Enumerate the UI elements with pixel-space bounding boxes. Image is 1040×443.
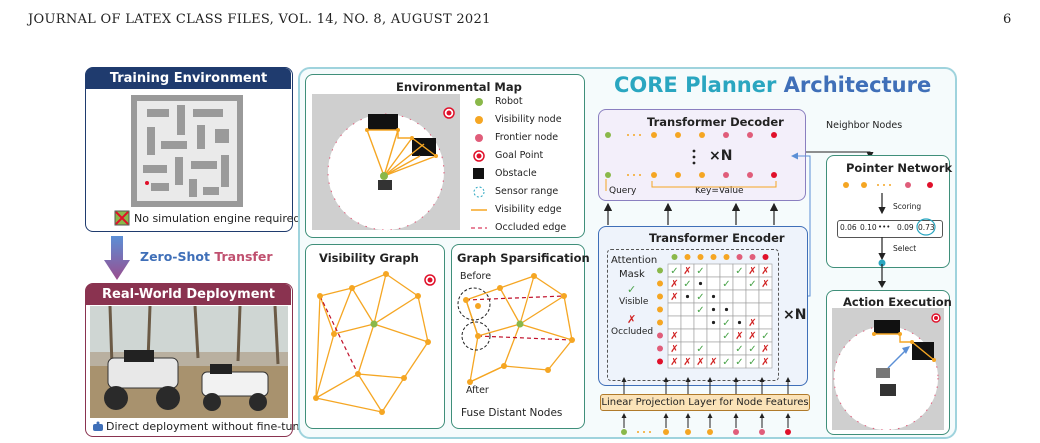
pointer-figure bbox=[843, 182, 936, 267]
svg-text:✓: ✓ bbox=[748, 279, 756, 290]
legend-sensor-range: Sensor range bbox=[495, 186, 559, 197]
sparsification-figure bbox=[457, 273, 575, 385]
training-note: No simulation engine required bbox=[134, 212, 301, 225]
decoder-tokens bbox=[605, 132, 777, 191]
pointer-title: Pointer Network bbox=[846, 161, 953, 175]
svg-text:✓: ✓ bbox=[696, 344, 704, 355]
decoder-title: Transformer Decoder bbox=[647, 115, 784, 129]
deployment-note: Direct deployment without fine-tuning bbox=[106, 420, 317, 433]
encoder-visible-check-icon: ✓ bbox=[627, 283, 637, 296]
svg-text:✓: ✓ bbox=[735, 344, 743, 355]
projection-tokens bbox=[621, 377, 791, 435]
svg-text:✓: ✓ bbox=[722, 279, 730, 290]
svg-text:✓: ✓ bbox=[670, 266, 678, 277]
no-simulation-icon bbox=[114, 210, 130, 226]
encoder-occluded-x-icon: ✗ bbox=[627, 313, 637, 326]
svg-text:✗: ✗ bbox=[683, 266, 691, 277]
training-maze-map bbox=[131, 95, 243, 207]
svg-text:✗: ✗ bbox=[670, 279, 678, 290]
svg-text:✓: ✓ bbox=[735, 357, 743, 368]
env-map-figure bbox=[312, 94, 460, 230]
svg-text:✓: ✓ bbox=[722, 357, 730, 368]
svg-text:✓: ✓ bbox=[748, 357, 756, 368]
legend-visibility-node: Visibility node bbox=[495, 114, 562, 125]
svg-text:✓: ✓ bbox=[696, 292, 704, 303]
pointer-scoring: Scoring bbox=[893, 202, 922, 211]
pointer-select: Select bbox=[893, 244, 917, 253]
decoder-panel: Transformer Decoder ×N Query Key=Value bbox=[598, 109, 806, 201]
visibility-graph-panel: Visibility Graph bbox=[305, 244, 445, 429]
visibility-graph-figure bbox=[313, 271, 436, 415]
decoder-query: Query bbox=[609, 186, 637, 196]
svg-text:✓: ✓ bbox=[683, 279, 691, 290]
projection-layer: Linear Projection Layer for Node Feature… bbox=[600, 394, 810, 411]
encoder-mask: Mask bbox=[619, 269, 645, 280]
svg-text:✗: ✗ bbox=[709, 357, 717, 368]
action-title: Action Execution bbox=[843, 295, 952, 309]
sparsification-after: After bbox=[466, 385, 489, 396]
neighbor-nodes-label: Neighbor Nodes bbox=[826, 120, 903, 131]
legend-occluded-edge: Occluded edge bbox=[495, 222, 567, 233]
legend-obstacle: Obstacle bbox=[495, 168, 537, 179]
svg-text:✗: ✗ bbox=[761, 357, 769, 368]
legend-frontier-node: Frontier node bbox=[495, 132, 559, 143]
svg-text:✗: ✗ bbox=[748, 331, 756, 342]
pointer-score-3: 0.09 bbox=[897, 223, 914, 232]
svg-text:✗: ✗ bbox=[761, 279, 769, 290]
pointer-to-action-arrow bbox=[878, 264, 886, 288]
encoder-occluded: Occluded bbox=[611, 327, 654, 337]
pointer-score-dots: ••• bbox=[878, 223, 891, 231]
encoder-visible: Visible bbox=[619, 297, 649, 307]
training-panel: Training Environment No simulation engin… bbox=[85, 67, 300, 232]
env-map-title: Environmental Map bbox=[396, 80, 522, 94]
svg-text:✗: ✗ bbox=[761, 344, 769, 355]
decoder-keyvalue: Key=Value bbox=[695, 186, 744, 196]
training-title: Training Environment bbox=[86, 68, 291, 89]
encoder-attention: Attention bbox=[611, 255, 658, 266]
svg-text:✗: ✗ bbox=[748, 266, 756, 277]
legend-robot: Robot bbox=[495, 96, 523, 107]
svg-text:✗: ✗ bbox=[670, 331, 678, 342]
encoder-title: Transformer Encoder bbox=[649, 231, 785, 245]
svg-text:✓: ✓ bbox=[696, 266, 704, 277]
pointer-score-1: 0.06 bbox=[840, 223, 857, 232]
action-map-figure bbox=[832, 308, 944, 430]
svg-text:✓: ✓ bbox=[722, 318, 730, 329]
svg-text:✗: ✗ bbox=[696, 357, 704, 368]
svg-text:✓: ✓ bbox=[722, 331, 730, 342]
svg-text:✓: ✓ bbox=[748, 344, 756, 355]
legend-goal-point: Goal Point bbox=[495, 150, 544, 161]
svg-text:✓: ✓ bbox=[761, 331, 769, 342]
transfer-arrow-icon bbox=[104, 236, 130, 280]
decoder-times-n: ×N bbox=[709, 148, 733, 164]
svg-text:✓: ✓ bbox=[696, 305, 704, 316]
page-number: 6 bbox=[1003, 12, 1012, 27]
visibility-graph-title: Visibility Graph bbox=[319, 251, 419, 265]
svg-text:✗: ✗ bbox=[670, 292, 678, 303]
robot-icon bbox=[93, 421, 103, 431]
main-title: CORE Planner Architecture bbox=[614, 73, 932, 97]
sparsification-before: Before bbox=[460, 271, 492, 282]
deployment-panel: Real-World Deployment Direct deployment … bbox=[85, 283, 316, 437]
encoder-times-n: ×N bbox=[783, 307, 807, 323]
svg-text:✗: ✗ bbox=[748, 318, 756, 329]
svg-text:✗: ✗ bbox=[761, 266, 769, 277]
pointer-score-2: 0.10 bbox=[860, 223, 877, 232]
attention-mask-matrix: ✓ ✗ ✓ ✓ ✗ ✗ ✗ ✓ ✓ ✓ ✗ ✗ ✓ ✓ ✓ ✗ ✗ ✓ ✗ ✗ ✓ ✗ ✓ ✓ ✓ ✗ ✗ ✗ ✗ ✗ ✓ ✓ ✓ ✗ bbox=[657, 254, 773, 369]
journal-header: JOURNAL OF LATEX CLASS FILES, VOL. 14, N… bbox=[28, 12, 491, 27]
svg-text:✗: ✗ bbox=[670, 344, 678, 355]
transfer-label: Zero-Shot Transfer bbox=[140, 249, 273, 264]
sparsification-title: Graph Sparsification bbox=[457, 251, 590, 265]
deployment-title: Real-World Deployment bbox=[86, 284, 291, 305]
svg-text:✓: ✓ bbox=[735, 266, 743, 277]
legend-visibility-edge: Visibility edge bbox=[495, 204, 562, 215]
legend-symbols bbox=[471, 98, 487, 229]
pointer-score-4: 0.73 bbox=[918, 223, 935, 232]
svg-text:✗: ✗ bbox=[670, 357, 678, 368]
pointer-panel: Pointer Network Scoring Select 0.06 0.10… bbox=[826, 155, 953, 268]
svg-text:✗: ✗ bbox=[683, 357, 691, 368]
sparsification-caption: Fuse Distant Nodes bbox=[461, 407, 563, 419]
deployment-photo bbox=[90, 306, 288, 418]
svg-text:✗: ✗ bbox=[735, 331, 743, 342]
